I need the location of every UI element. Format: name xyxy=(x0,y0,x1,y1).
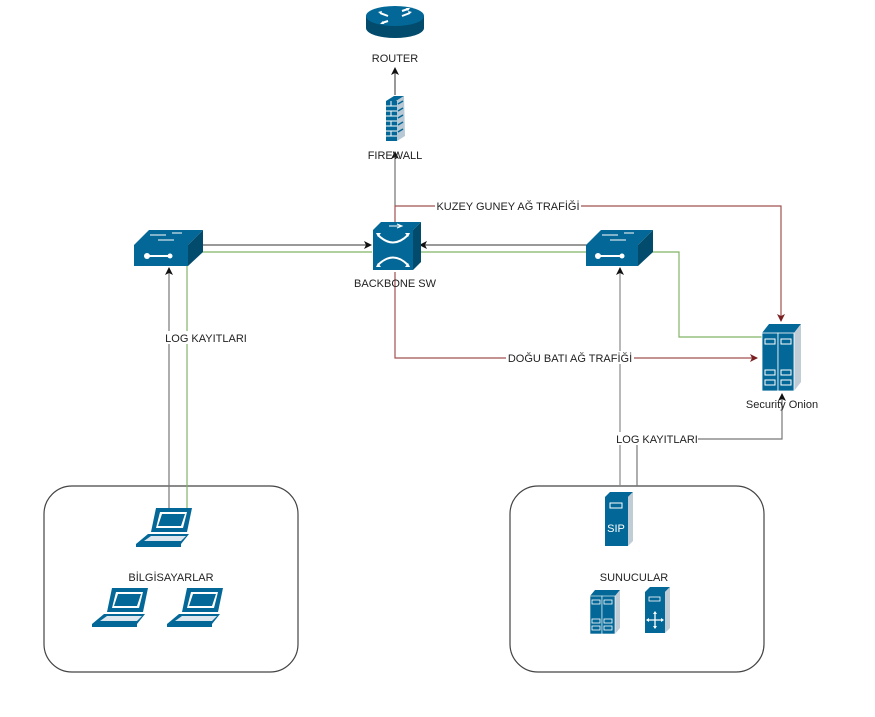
security-onion-node[interactable]: Security Onion xyxy=(746,324,818,411)
svg-text:SIP: SIP xyxy=(607,523,625,535)
servers-group-label: SUNUCULAR xyxy=(600,572,669,584)
svg-text:LOG KAYITLARI: LOG KAYITLARI xyxy=(165,333,247,345)
computers-group-label: BİLGİSAYARLAR xyxy=(128,571,213,584)
firewall-label: FIREWALL xyxy=(368,150,423,162)
core-switch-icon xyxy=(373,222,421,270)
directory-server-icon xyxy=(645,587,670,633)
svg-text:LOG KAYITLARI: LOG KAYITLARI xyxy=(616,434,698,446)
svg-text:KUZEY GUNEY AĞ TRAFİĞİ: KUZEY GUNEY AĞ TRAFİĞİ xyxy=(436,200,579,213)
router-label: ROUTER xyxy=(372,53,419,65)
edge-label-log-left: LOG KAYITLARI xyxy=(165,331,247,345)
servers-group[interactable]: SIP SUNUCULAR xyxy=(589,492,670,635)
firewall-node[interactable]: FIREWALL xyxy=(368,96,423,162)
router-node[interactable]: ROUTER xyxy=(366,6,424,65)
server-rack-icon xyxy=(589,590,620,635)
computers-group[interactable]: BİLGİSAYARLAR xyxy=(92,508,223,627)
security-onion-label: Security Onion xyxy=(746,399,818,411)
left-switch-node[interactable] xyxy=(134,230,203,266)
laptop-icon xyxy=(92,588,148,627)
laptop-icon xyxy=(136,508,192,547)
edge-label-log-right: LOG KAYITLARI xyxy=(616,432,698,446)
workgroup-switch-icon xyxy=(586,230,653,266)
server-rack-icon xyxy=(761,324,801,392)
edge-servers-securityonion-log[interactable] xyxy=(636,393,786,486)
router-icon xyxy=(366,6,424,38)
firewall-icon xyxy=(386,96,405,141)
backbone-label: BACKBONE SW xyxy=(354,278,437,290)
workgroup-switch-icon xyxy=(134,230,203,266)
edge-east-west-traffic[interactable] xyxy=(394,272,758,362)
sip-server-icon: SIP xyxy=(605,492,633,546)
svg-text:DOĞU BATI AĞ TRAFİĞİ: DOĞU BATI AĞ TRAFİĞİ xyxy=(508,352,632,365)
edge-label-north-south: KUZEY GUNEY AĞ TRAFİĞİ xyxy=(435,199,581,213)
edge-label-east-west: DOĞU BATI AĞ TRAFİĞİ xyxy=(506,351,634,365)
right-switch-node[interactable] xyxy=(586,230,653,266)
backbone-switch-node[interactable]: BACKBONE SW xyxy=(354,222,437,290)
edge-north-south-traffic[interactable] xyxy=(394,205,785,322)
laptop-icon xyxy=(167,588,223,627)
edge-rightswitch-securityonion-green[interactable] xyxy=(647,251,762,338)
